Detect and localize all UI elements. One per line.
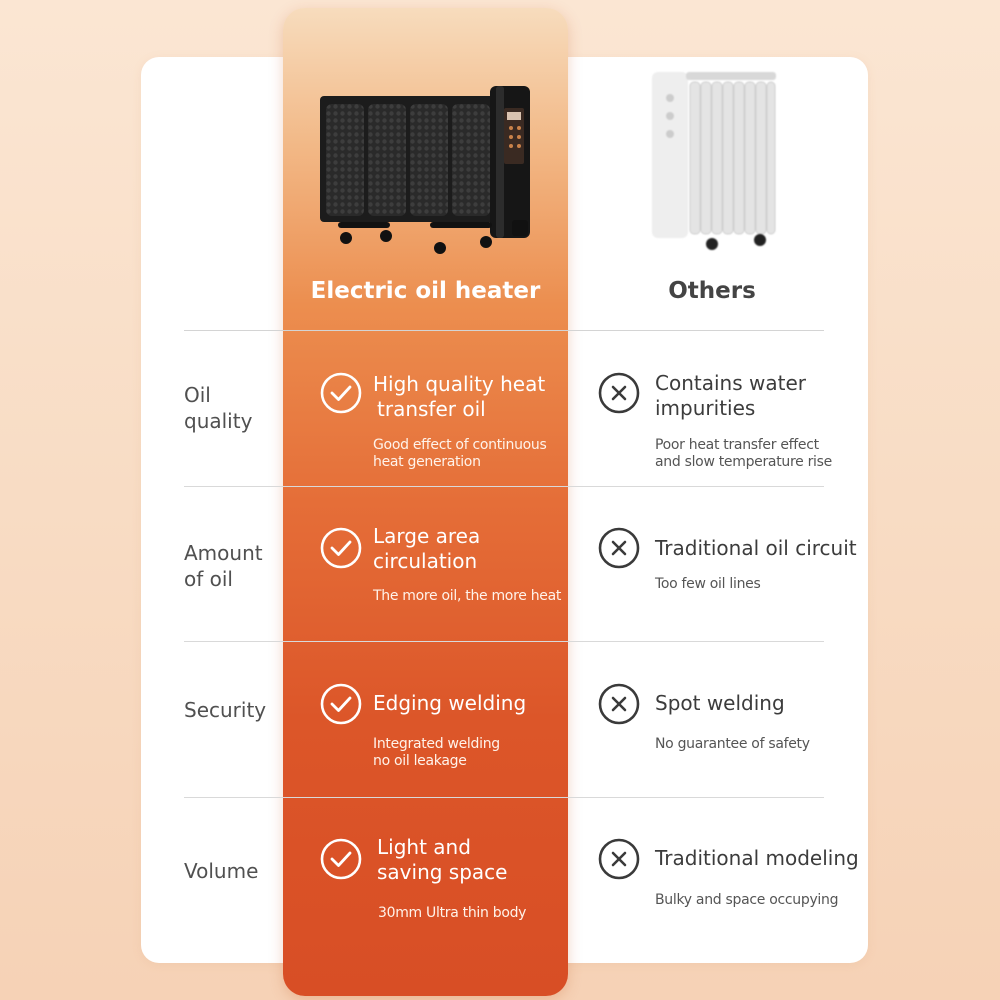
others-feature-title: Spot welding bbox=[655, 691, 785, 715]
check-circle-icon bbox=[320, 372, 362, 414]
others-column-title: Others bbox=[668, 278, 756, 304]
others-feature-title: Contains water impurities bbox=[655, 371, 806, 420]
ours-feature-desc: Integrated welding no oil leakage bbox=[373, 736, 500, 769]
check-circle-icon bbox=[320, 527, 362, 569]
divider bbox=[184, 797, 824, 798]
divider bbox=[184, 486, 824, 487]
row-label-volume: Volume bbox=[184, 859, 259, 883]
row-label-security: Security bbox=[184, 698, 267, 722]
ours-feature-desc: The more oil, the more heat bbox=[373, 588, 562, 604]
x-circle-icon bbox=[598, 683, 640, 725]
x-circle-icon bbox=[598, 838, 640, 880]
ours-feature-title: Light and saving space bbox=[377, 835, 508, 884]
row-label-oil-quality: Oil quality bbox=[184, 383, 253, 433]
others-feature-desc: Too few oil lines bbox=[655, 576, 761, 592]
ours-feature-title: Large area circulation bbox=[373, 524, 481, 573]
ours-feature-title: High quality heat transfer oil bbox=[373, 372, 546, 421]
ours-feature-desc: 30mm Ultra thin body bbox=[378, 905, 527, 921]
traditional-radiator-image bbox=[652, 72, 776, 250]
others-feature-desc: Poor heat transfer effect and slow tempe… bbox=[655, 437, 832, 470]
x-circle-icon bbox=[598, 372, 640, 414]
others-feature-desc: No guarantee of safety bbox=[655, 736, 810, 752]
divider bbox=[184, 641, 824, 642]
check-circle-icon bbox=[320, 838, 362, 880]
divider bbox=[184, 330, 824, 331]
x-circle-icon bbox=[598, 527, 640, 569]
check-circle-icon bbox=[320, 683, 362, 725]
ours-feature-title: Edging welding bbox=[373, 691, 527, 715]
ours-column-title: Electric oil heater bbox=[310, 278, 541, 304]
others-feature-title: Traditional modeling bbox=[655, 846, 859, 870]
electric-oil-heater-image bbox=[320, 86, 530, 254]
ours-feature-desc: Good effect of continuous heat generatio… bbox=[373, 437, 547, 470]
others-feature-desc: Bulky and space occupying bbox=[655, 892, 839, 908]
row-label-amount-of-oil: Amount of oil bbox=[184, 541, 263, 591]
others-feature-title: Traditional oil circuit bbox=[655, 536, 857, 560]
